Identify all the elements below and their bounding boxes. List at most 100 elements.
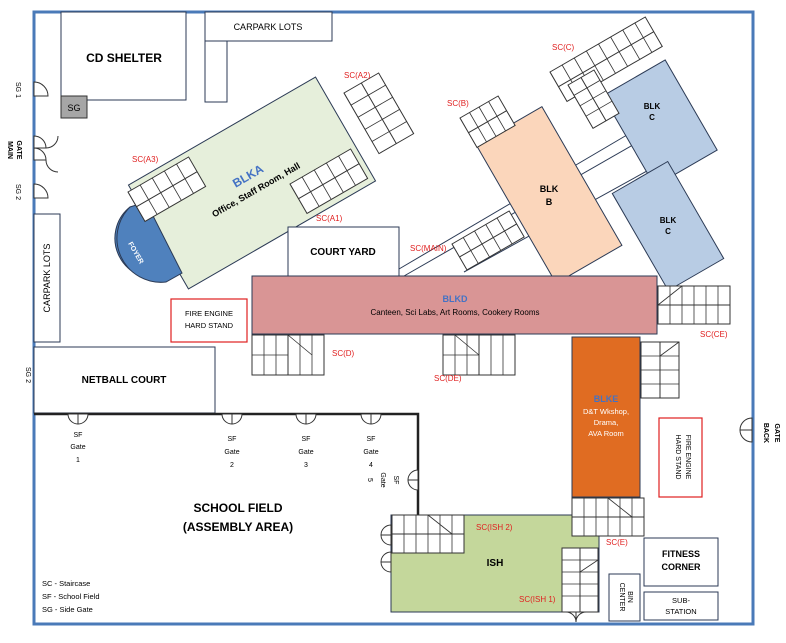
svg-text:C: C (649, 113, 655, 122)
svg-text:B: B (546, 197, 553, 207)
staircase-de (442, 334, 516, 376)
staircase-b (459, 95, 516, 149)
legend-sf: SF - School Field (42, 592, 100, 601)
cd-shelter (60, 11, 187, 101)
block-d (251, 275, 658, 335)
fire-engine-2-label: FIRE ENGINE (684, 435, 691, 480)
ish-left-doors (380, 524, 392, 573)
sub-label-1: SUB- (672, 596, 690, 605)
carpark-top-label: CARPARK LOTS (234, 22, 303, 32)
label-sc-de: SC(DE) (434, 374, 462, 383)
label-sc-d: SC(D) (332, 349, 355, 358)
label-sc-a1: SC(A1) (316, 214, 343, 223)
staircase-a1 (289, 148, 369, 215)
ish-label: ISH (487, 558, 504, 569)
svg-text:Gate: Gate (379, 472, 386, 487)
svg-text:BACK: BACK (762, 423, 769, 443)
label-sc-e: SC(E) (606, 538, 628, 547)
main-gate: MAIN GATE (6, 135, 59, 173)
staircase-a3 (127, 156, 207, 223)
block-e-line1: D&T Wkshop, (583, 407, 629, 416)
staircase-e-upper (640, 341, 680, 399)
back-gate: BACK GATE (739, 417, 780, 443)
svg-text:1: 1 (76, 457, 80, 464)
carpark-lots-top (204, 11, 333, 42)
staircase-ish-2 (391, 514, 465, 554)
school-field-label-1: SCHOOL FIELD (193, 501, 282, 515)
svg-text:SF: SF (74, 432, 83, 439)
block-e-line3: AVA Room (588, 429, 624, 438)
bin-center (608, 573, 641, 622)
staircase-ce (657, 285, 731, 325)
label-sc-b: SC(B) (447, 99, 469, 108)
svg-text:SF: SF (302, 436, 311, 443)
block-e-title: BLKE (594, 394, 619, 404)
staircase-c-side (567, 69, 620, 129)
fire-engine-hard-stand-2 (658, 417, 703, 498)
school-field-label-2: (ASSEMBLY AREA) (183, 520, 293, 534)
svg-text:5: 5 (366, 478, 373, 482)
svg-text:GATE: GATE (773, 424, 780, 443)
svg-text:C: C (665, 227, 671, 236)
svg-text:GATE: GATE (15, 141, 22, 160)
svg-text:SF: SF (392, 476, 399, 485)
svg-text:SG 1: SG 1 (14, 82, 21, 98)
label-sc-a3: SC(A3) (132, 155, 159, 164)
label-sc-c: SC(C) (552, 43, 575, 52)
staircase-a2 (343, 72, 415, 155)
block-c-upper: BLK C (602, 59, 718, 187)
staircase-e-lower (571, 497, 645, 537)
svg-text:Gate: Gate (224, 449, 239, 456)
hard-stand-2-label: HARD STAND (674, 435, 681, 480)
label-sc-a2: SC(A2) (344, 71, 371, 80)
court-yard-label: COURT YARD (310, 247, 376, 258)
bin-label-1: BIN (626, 591, 633, 603)
fire-engine-hard-stand-1 (170, 298, 248, 343)
foyer: FOYER (114, 201, 183, 283)
sf-gate-4: SF Gate 4 (360, 413, 382, 469)
carpark-lots-left (33, 213, 61, 343)
label-sc-ce: SC(CE) (700, 330, 728, 339)
staircase-ish-1 (561, 547, 599, 613)
svg-text:SF: SF (228, 436, 237, 443)
svg-text:Gate: Gate (363, 449, 378, 456)
svg-text:3: 3 (304, 462, 308, 469)
carpark-left-label: CARPARK LOTS (42, 244, 52, 313)
svg-text:4: 4 (369, 462, 373, 469)
label-sc-ish1: SC(ISH 1) (519, 595, 556, 604)
svg-text:MAIN: MAIN (6, 141, 13, 159)
cd-shelter-label: CD SHELTER (86, 51, 162, 65)
fire-engine-1-label: FIRE ENGINE (185, 309, 233, 318)
legend-sc: SC - Staircase (42, 579, 90, 588)
svg-text:SG 2: SG 2 (24, 367, 31, 383)
bin-label-2: CENTER (618, 583, 625, 612)
svg-text:SF: SF (367, 436, 376, 443)
fitness-corner (643, 537, 719, 587)
side-gate-1: SG 1 (14, 81, 49, 98)
ish-bottom-doors (565, 611, 587, 623)
block-c-lower: BLK C (611, 160, 725, 292)
sg-box-label: SG (67, 103, 80, 113)
staircase-d (251, 334, 325, 376)
staircase-main (451, 210, 525, 271)
fitness-label-2: CORNER (661, 562, 701, 572)
sg-box (60, 95, 88, 119)
sub-station (643, 591, 719, 621)
svg-text:SG 2: SG 2 (14, 184, 21, 200)
side-gate-2-top: SG 2 (14, 183, 49, 200)
block-d-title: BLKD (443, 294, 468, 304)
sf-gate-1: SF Gate 1 (67, 413, 89, 464)
netball-court-label: NETBALL COURT (82, 375, 167, 386)
block-e-line2: Drama, (594, 418, 619, 427)
block-d-sub: Canteen, Sci Labs, Art Rooms, Cookery Ro… (371, 308, 540, 317)
sf-gate-2: SF Gate 2 (221, 413, 243, 469)
svg-text:BLK: BLK (644, 102, 661, 111)
block-a: BLKA Office, Staff Room, Hall (127, 76, 377, 290)
court-yard (287, 226, 400, 278)
svg-text:BLK: BLK (660, 216, 677, 225)
sf-gate-5: SF Gate 5 (366, 469, 419, 491)
hard-stand-1-label: HARD STAND (185, 321, 234, 330)
sf-gate-3: SF Gate 3 (295, 413, 317, 469)
sub-label-2: STATION (665, 607, 696, 616)
